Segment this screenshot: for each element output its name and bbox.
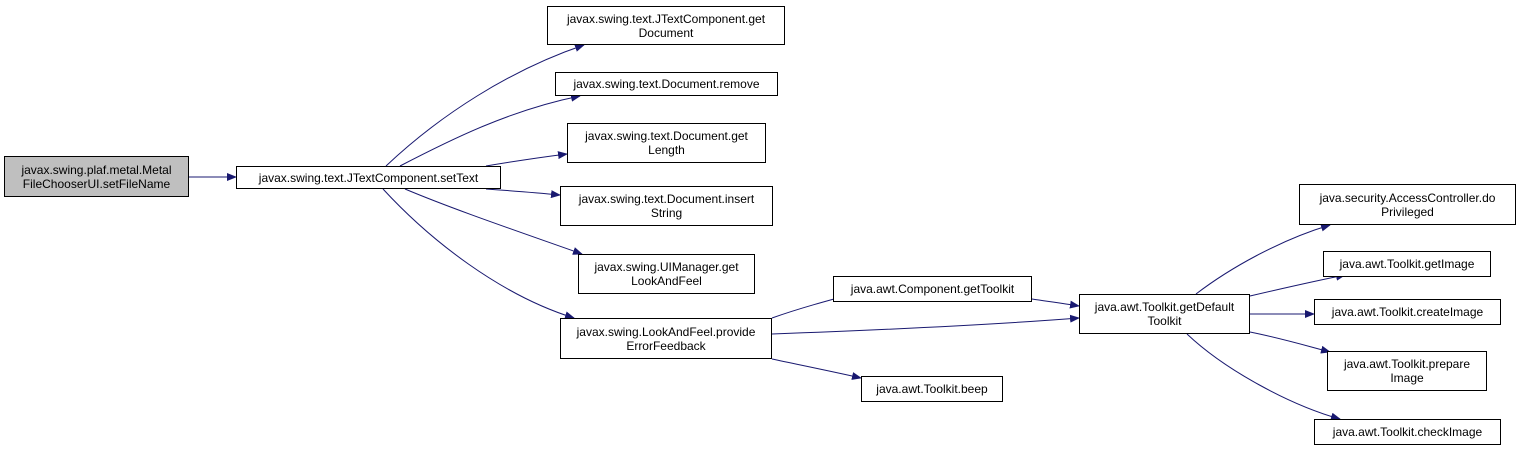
node-getToolkit[interactable]: java.awt.Component.getToolkit xyxy=(833,276,1032,302)
edge-setText-to-remove xyxy=(399,93,581,167)
edge-provideErrorFeedback-to-beep xyxy=(771,358,862,380)
node-getDocument[interactable]: javax.swing.text.JTextComponent.get Docu… xyxy=(547,6,785,45)
node-beep[interactable]: java.awt.Toolkit.beep xyxy=(861,376,1003,402)
edge-getToolkit-to-getDefaultToolkit xyxy=(1031,298,1080,309)
node-getDefaultToolkit[interactable]: java.awt.Toolkit.getDefault Toolkit xyxy=(1079,294,1250,334)
node-provideErrorFeedback[interactable]: javax.swing.LookAndFeel.provide ErrorFee… xyxy=(560,318,772,359)
edge-setText-to-getDocument xyxy=(385,44,585,167)
edge-getDefaultToolkit-to-prepareImage xyxy=(1249,331,1331,354)
edge-setText-to-getLookAndFeel xyxy=(404,188,583,255)
node-getLookAndFeel[interactable]: javax.swing.UIManager.get LookAndFeel xyxy=(578,254,755,294)
node-remove[interactable]: javax.swing.text.Document.remove xyxy=(555,72,778,96)
node-getImage[interactable]: java.awt.Toolkit.getImage xyxy=(1323,251,1491,277)
node-createImage[interactable]: java.awt.Toolkit.createImage xyxy=(1314,299,1501,325)
edge-getDefaultToolkit-to-getImage xyxy=(1249,272,1346,297)
node-setText[interactable]: javax.swing.text.JTextComponent.setText xyxy=(236,166,501,189)
node-doPrivileged[interactable]: java.security.AccessController.do Privil… xyxy=(1299,184,1516,225)
node-insertString[interactable]: javax.swing.text.Document.insert String xyxy=(560,186,773,226)
edge-provideErrorFeedback-to-getDefaultToolkit xyxy=(771,314,1080,335)
node-checkImage[interactable]: java.awt.Toolkit.checkImage xyxy=(1314,419,1501,445)
edge-getDefaultToolkit-to-checkImage xyxy=(1186,333,1341,421)
node-prepareImage[interactable]: java.awt.Toolkit.prepare Image xyxy=(1327,351,1487,391)
edge-setText-to-insertString xyxy=(485,188,561,199)
edge-setText-to-getLength xyxy=(485,151,568,167)
node-setFileName: javax.swing.plaf.metal.Metal FileChooser… xyxy=(4,156,189,197)
node-getLength[interactable]: javax.swing.text.Document.get Length xyxy=(567,123,766,163)
edge-getDefaultToolkit-to-doPrivileged xyxy=(1195,223,1331,295)
edge-setText-to-provideErrorFeedback xyxy=(382,188,575,320)
